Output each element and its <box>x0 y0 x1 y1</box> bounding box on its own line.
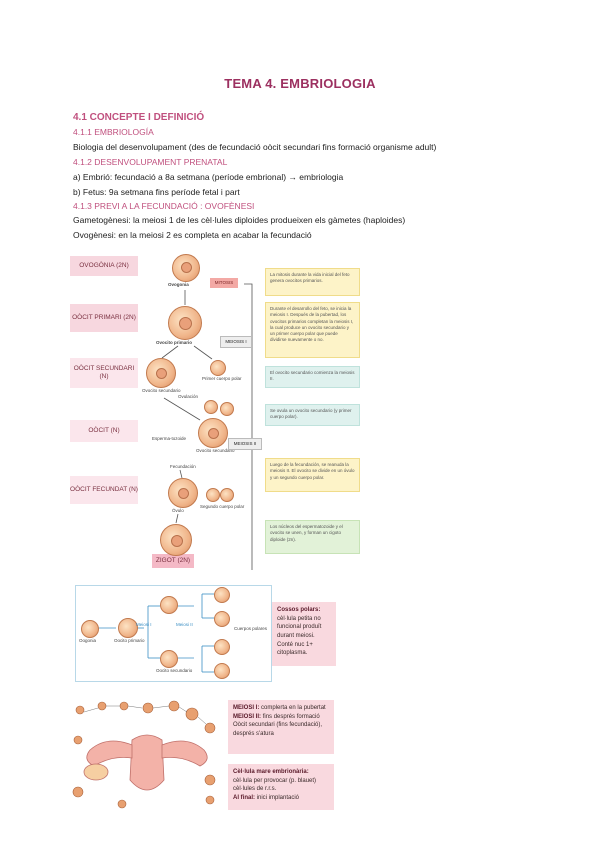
cell-label: Esperma-tozoide <box>152 436 187 441</box>
cell-label: Primer cuerpo polar <box>202 376 242 381</box>
ovum-cell <box>214 587 230 603</box>
polar-body-cell <box>220 402 234 416</box>
label-zigot: ZIGOT (2N) <box>152 554 194 568</box>
ovogonia-cell <box>172 254 200 282</box>
label-ovogonia: OVOGÒNIA (2N) <box>70 256 138 276</box>
list-item-a: a) Embrió: fecundació a 8a setmana (perí… <box>73 172 344 182</box>
flow-label: Cuerpos polares <box>234 626 268 631</box>
polar-body-cell <box>220 488 234 502</box>
polar-body-cell <box>206 488 220 502</box>
meiosis-i-tag: MEIOSIS I <box>220 336 252 348</box>
polar-body-cell <box>210 360 226 376</box>
cell-label: Ovogonia <box>168 282 189 287</box>
note-title: Al final: <box>233 795 255 802</box>
flow-label: Meiosi II <box>176 622 193 627</box>
secondary-oocyte-cell <box>160 650 178 668</box>
note-text: complerta en la pubertat <box>261 705 326 711</box>
cell-label: Ovocito primario <box>156 340 193 345</box>
cell-label: Ovocito secundario <box>196 448 235 453</box>
cell-label: Segundo cuerpo polar <box>200 504 245 509</box>
cell-label: Fecundación <box>170 464 196 469</box>
polar-bodies-note: Cossos polars: cèl·lula petita no funcio… <box>272 602 336 666</box>
meiosis-flow-figure: Oogonia Oocito primario Meiosi I Meiosi … <box>75 585 272 682</box>
note-text: cèl·lula per provocar (p. blauet) cèl·lu… <box>233 777 317 793</box>
paragraph-gametogenesis: Gametogènesi: la meiosi 1 de les cèl·lul… <box>73 215 406 225</box>
embryonic-cell-note: Cèl·lula mare embrionària: cèl·lula per … <box>228 764 334 810</box>
ovum-cell <box>214 639 230 655</box>
primary-oocyte-cell <box>168 306 202 340</box>
note-title: MEIOSI II: <box>233 713 262 720</box>
label-oocit-primari: OÒCIT PRIMARI (2N) <box>70 304 138 332</box>
secondary-oocyte-cell <box>160 596 178 614</box>
ovum-cell <box>168 478 198 508</box>
flow-label: Oocito secundario <box>156 668 193 673</box>
meiosis-ii-tag: MEIOSIS II <box>228 438 262 450</box>
note-text: fins després formació Oòcit secundari (f… <box>233 713 323 738</box>
flow-label: Oogonia <box>79 638 97 643</box>
mitosis-tag: MITOSIS <box>210 278 238 288</box>
paragraph-ovogenesis: Ovogènesi: en la meiosi 2 es completa en… <box>73 230 312 240</box>
list-item-b: b) Fetus: 9a setmana fins període fetal … <box>73 187 240 197</box>
diagram-arrows <box>161 283 253 570</box>
primary-oocyte-cell <box>118 618 138 638</box>
note-title: MEIOSI I: <box>233 705 260 711</box>
oogenesis-figure: OVOGÒNIA (2N) OÒCIT PRIMARI (2N) OÒCIT S… <box>60 250 370 572</box>
paragraph: Biologia del desenvolupament (des de fec… <box>73 142 437 152</box>
note-title: Cèl·lula mare embrionària: <box>233 769 309 775</box>
cell-label: Óvulo <box>172 508 184 513</box>
ovum-cell <box>214 663 230 679</box>
note-zygote: Los núcleos del espermatozoide y el ovoc… <box>265 520 360 554</box>
label-oocit-secundari: OÒCIT SECUNDARI (N) <box>70 358 138 388</box>
ovary-uterus-figure <box>72 700 222 812</box>
note-title: Cossos polars: <box>277 607 321 613</box>
secondary-oocyte-cell <box>198 418 228 448</box>
cell-label: Ovocito secundario <box>142 388 181 393</box>
note-mitosis: La mitosis durante la vida inicial del f… <box>265 268 360 296</box>
ovum-cell <box>214 611 230 627</box>
note-meiosis-i: Durante el desarrollo del feto, se inici… <box>265 302 360 358</box>
note-text: inici implantació <box>256 795 300 802</box>
label-oocit: OÒCIT (N) <box>70 420 138 442</box>
label-oocit-fecundat: OÒCIT FECUNDAT (N) <box>70 476 138 504</box>
note-text: cèl·lula petita no funcional produït dur… <box>277 615 322 657</box>
note-ovulation: Se ovula un ovocito secundario (y primer… <box>265 404 360 426</box>
note-fertilization: Luego de la fecundación, se reanuda la m… <box>265 458 360 492</box>
subsection-heading: 4.1.3 PREVI A LA FECUNDACIÓ : OVOFÈNESI <box>73 201 255 211</box>
flow-label: Oocito primario <box>114 638 145 643</box>
polar-body-cell <box>204 400 218 414</box>
note-meiosis-ii-start: El ovocito secundario comienza la meiosi… <box>265 366 360 388</box>
zygote-cell <box>160 524 192 556</box>
page-title: TEMA 4. EMBRIOLOGIA <box>224 76 376 91</box>
oogonia-cell <box>81 620 99 638</box>
meiosis-flow-diagram <box>96 593 214 673</box>
subsection-heading: 4.1.2 DESENVOLUPAMENT PRENATAL <box>73 157 228 167</box>
meiosis-note: MEIOSI I: complerta en la pubertat MEIOS… <box>228 700 334 754</box>
flow-label: Meiosi I <box>136 622 152 627</box>
cell-label: Ovulación <box>178 394 199 399</box>
subsection-heading: 4.1.1 EMBRIOLOGÍA <box>73 127 154 137</box>
section-heading: 4.1 CONCEPTE I DEFINICIÓ <box>73 112 205 123</box>
secondary-oocyte-cell <box>146 358 176 388</box>
ovary-uterus-illustration <box>72 700 216 809</box>
